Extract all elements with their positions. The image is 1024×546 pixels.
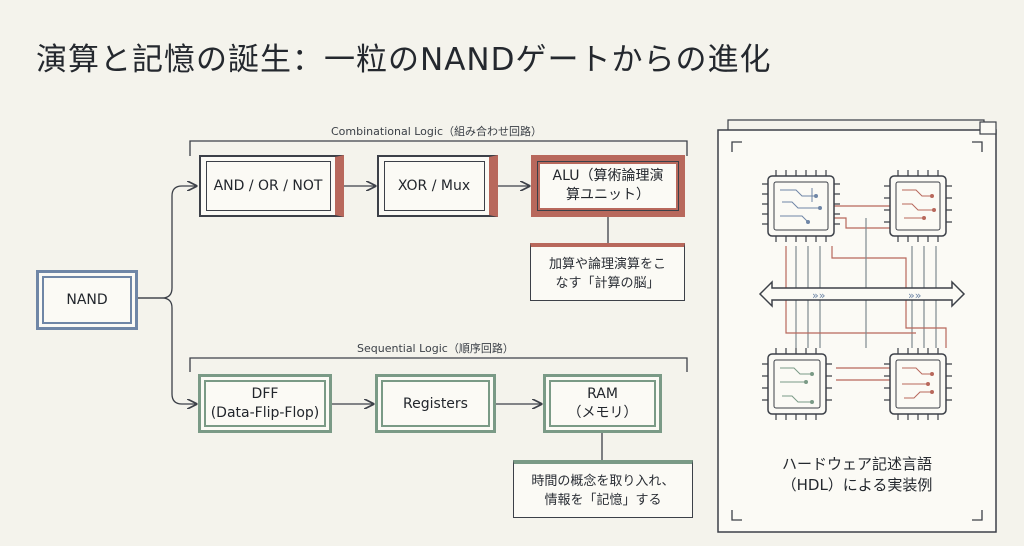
node-inner-frame xyxy=(384,161,485,211)
xor-mux-label: XOR / Mux xyxy=(397,178,471,194)
hdl-caption-line2: （HDL）による実装例 xyxy=(781,476,933,494)
registers-node: Registers xyxy=(375,374,496,433)
seq-note-line2: 情報を「記憶」する xyxy=(544,492,662,508)
alu-node: ALU（算術論理演 算ユニット） xyxy=(531,155,685,217)
comb-group-label: Combinational Logic（組み合わせ回路） xyxy=(331,125,542,138)
seq-note: 時間の概念を取り入れ、 情報を「記憶」する xyxy=(513,460,693,518)
dff-node: DFF (Data-Flip-Flop) xyxy=(198,374,332,433)
chip-bottom-right xyxy=(884,348,952,420)
bus-arrow: »» »» xyxy=(758,280,966,308)
dff-label-line2: (Data-Flip-Flop) xyxy=(210,404,320,421)
nand-to-seq-arrow xyxy=(138,297,196,404)
ram-label-line1: RAM xyxy=(587,385,618,402)
node-inner-frame xyxy=(537,161,679,211)
svg-text:»»: »» xyxy=(812,289,825,302)
nand-to-comb-arrow xyxy=(138,186,196,299)
alu-note: 加算や論理演算をこ なす「計算の脳」 xyxy=(530,243,685,301)
alu-note-line1: 加算や論理演算をこ xyxy=(548,256,666,272)
node-inner-frame xyxy=(206,161,331,211)
alu-note-line2: なす「計算の脳」 xyxy=(555,275,660,291)
seq-note-line1: 時間の概念を取り入れ、 xyxy=(531,473,675,489)
seq-group-label: Sequential Logic（順序回路） xyxy=(357,342,514,355)
seq-bracket xyxy=(189,357,688,372)
ram-node: RAM （メモリ） xyxy=(543,374,662,433)
and-or-not-node: AND / OR / NOT xyxy=(199,155,344,217)
hdl-caption-line1: ハードウェア記述言語 xyxy=(781,455,932,473)
dff-label-line1: DFF xyxy=(251,385,279,402)
registers-label: Registers xyxy=(403,395,468,412)
comb-bracket xyxy=(189,140,688,156)
nand-label: NAND xyxy=(66,292,108,308)
chip-top-right xyxy=(884,170,952,242)
nand-gate-node: NAND xyxy=(36,270,138,330)
xor-mux-node: XOR / Mux xyxy=(377,155,498,217)
chip-top-left xyxy=(762,170,840,242)
svg-text:»»: »» xyxy=(908,289,921,302)
ram-label-line2: （メモリ） xyxy=(567,404,638,421)
page-title: 演算と記憶の誕生：一粒のNANDゲートからの進化 xyxy=(36,42,772,78)
and-or-not-label: AND / OR / NOT xyxy=(213,178,323,194)
alu-label-line2: 算ユニット） xyxy=(566,187,650,203)
hdl-caption: ハードウェア記述言語 （HDL）による実装例 xyxy=(716,454,998,496)
hdl-illustration: »» »» xyxy=(717,119,997,533)
chip-bottom-left xyxy=(762,348,832,420)
alu-label-line1: ALU（算術論理演 xyxy=(552,168,664,184)
hdl-panel: »» »» xyxy=(716,118,998,534)
